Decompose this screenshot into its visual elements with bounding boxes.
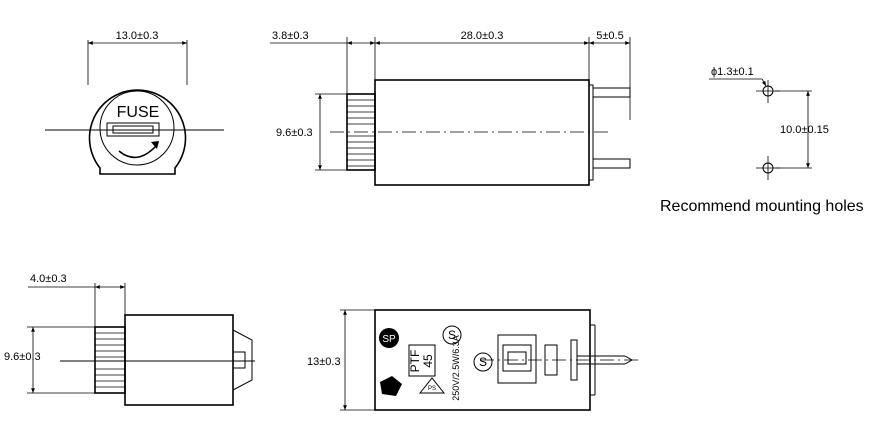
rotate-arrow-icon xyxy=(118,145,157,159)
small-height-dim: 9.6±0.3 xyxy=(4,351,41,363)
small-cap-dim: 4.0±0.3 xyxy=(30,273,67,285)
front-view: 13.0±0.3 FUSE xyxy=(45,30,224,175)
cap-label: FUSE xyxy=(117,104,160,121)
ul-mark-icon xyxy=(380,376,402,396)
side-pin-dim: 5±0.5 xyxy=(596,30,623,42)
svg-text:S: S xyxy=(448,328,456,342)
front-width-dim: 13.0±0.3 xyxy=(116,30,159,42)
side-body-dim: 28.0±0.3 xyxy=(461,30,504,42)
spacing-dim: 10.0±0.15 xyxy=(780,124,829,136)
side-view: 3.8±0.3 28.0±0.3 5±0.5 9.6±0.3 xyxy=(270,30,631,186)
mounting-holes: ϕ1.3±0.1 10.0±0.15 Recommend mounting ho… xyxy=(660,66,864,215)
svg-text:S: S xyxy=(479,355,487,369)
model-line1: PTF xyxy=(408,350,422,373)
model-line2: 45 xyxy=(421,354,435,368)
pse-mark-icon xyxy=(418,377,446,394)
s-mark-2-icon xyxy=(473,352,493,372)
top-height-dim: 13±0.3 xyxy=(307,356,341,368)
csa-mark-icon xyxy=(379,328,399,348)
svg-text:PS: PS xyxy=(428,386,436,392)
side-cap-dim: 3.8±0.3 xyxy=(272,30,309,42)
svg-text:SP: SP xyxy=(382,334,396,345)
s-mark-icon xyxy=(442,325,462,345)
mounting-caption: Recommend mounting holes xyxy=(660,198,864,215)
top-view: 13±0.3 SP S PTF 45 PS 250V/2.5W/6.3A S xyxy=(307,309,640,411)
rating-text: 250V/2.5W/6.3A xyxy=(451,335,461,401)
small-side-view: 4.0±0.3 9.6±0.3 xyxy=(4,273,255,406)
hole-dim: ϕ1.3±0.1 xyxy=(711,66,754,78)
side-height-dim: 9.6±0.3 xyxy=(276,127,313,139)
